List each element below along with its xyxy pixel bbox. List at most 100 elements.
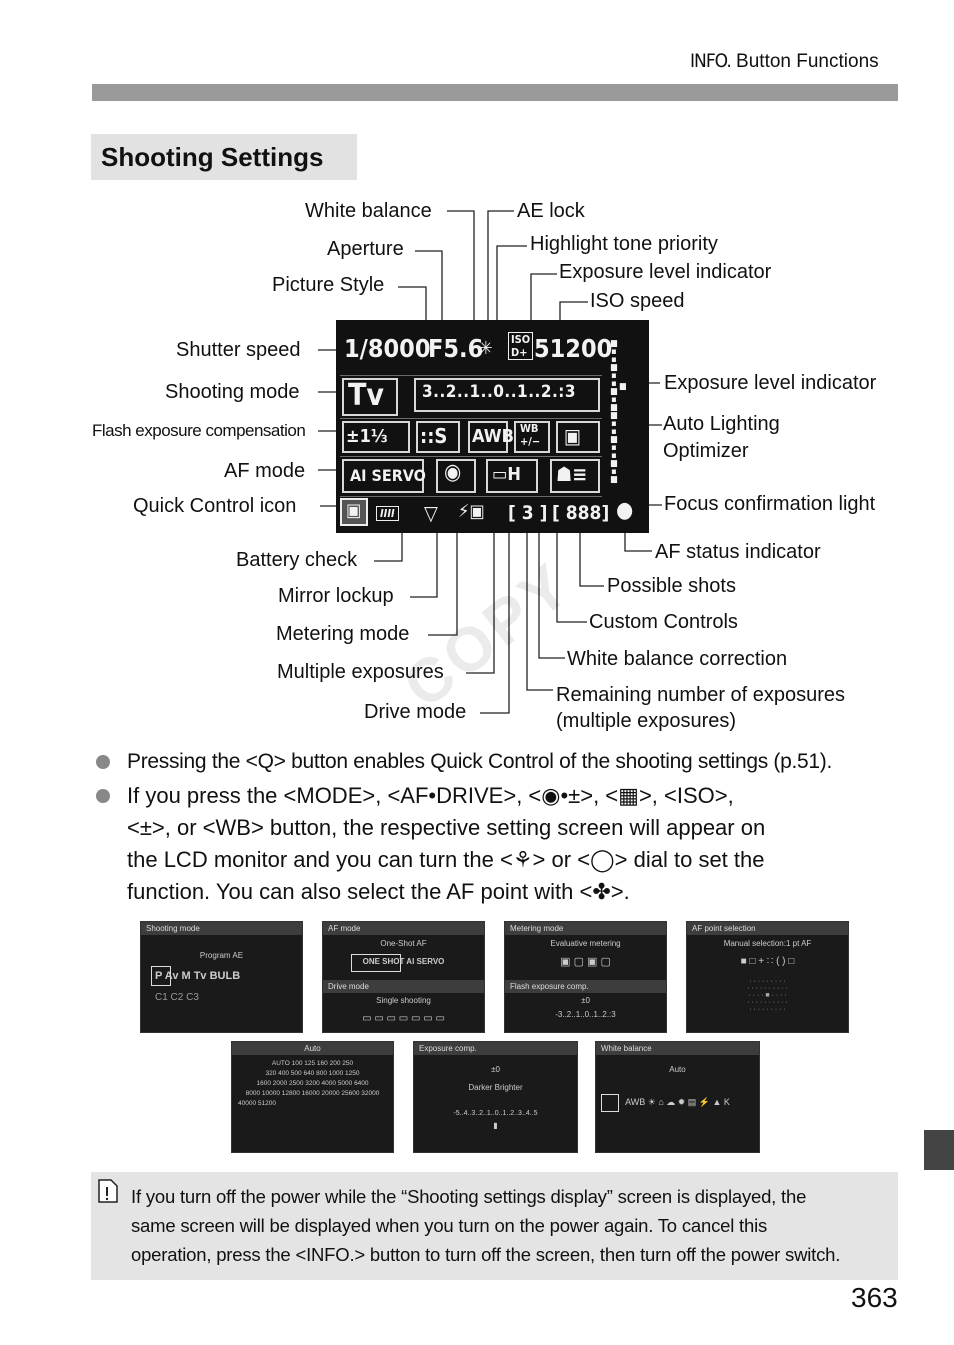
screen-row: ▮ — [493, 1121, 498, 1130]
lcd-picture-style: ::S — [420, 424, 448, 448]
screen-title: Auto — [232, 1042, 393, 1055]
lcd-iso-speed: 51200 — [534, 334, 613, 363]
label-exposure-level-indicator-top: Exposure level indicator — [559, 261, 772, 283]
label-remaining-exposures-1: Remaining number of exposures — [556, 684, 846, 706]
label-exposure-level-indicator-right: Exposure level indicator — [664, 372, 877, 394]
label-custom-controls: Custom Controls — [589, 611, 738, 633]
label-mirror-lockup: Mirror lockup — [278, 585, 394, 607]
screen-row: -5..4..3..2..1..0..1..2..3..4..5 — [453, 1110, 538, 1117]
lcd-battery-check: IIII — [376, 506, 399, 521]
bullet-setting-buttons: If you press the <MODE>, <AF•DRIVE>, <◉•… — [96, 780, 906, 908]
lcd-shooting-mode: Tv — [348, 378, 385, 413]
screen-row: ±0 — [581, 996, 590, 1005]
label-quick-control-icon: Quick Control icon — [133, 495, 297, 517]
lcd-shooting-settings-screen: 1/8000 F5.6 ✳ ISO D+ 51200 Tv 3..2..1..0… — [336, 320, 649, 533]
label-iso-speed: ISO speed — [590, 290, 685, 312]
lcd-auto-lighting-optimizer-icon: ▣ — [564, 424, 582, 448]
bullet-line-4: function. You can also select the AF poi… — [127, 879, 630, 904]
screen-exposure-comp: Exposure comp. ±0 Darker Brighter -5..4.… — [413, 1041, 578, 1153]
label-picture-style: Picture Style — [272, 274, 385, 296]
screen-row: Program AE — [199, 951, 244, 960]
header-rule — [92, 84, 898, 101]
screen-row: 1600 2000 2500 3200 4000 5000 6400 — [256, 1080, 369, 1087]
screen-shooting-mode: Shooting mode Program AE P Av M Tv BULB … — [140, 921, 303, 1033]
screen-subtitle: Drive mode — [323, 980, 484, 993]
page-number: 363 — [851, 1282, 898, 1313]
label-af-mode: AF mode — [224, 460, 306, 482]
label-shooting-mode: Shooting mode — [165, 381, 300, 403]
screen-row: Single shooting — [376, 996, 431, 1005]
screen-metering-flash: Metering mode Evaluative metering ▣ ▢ ▣ … — [504, 921, 667, 1033]
screen-row: C1 C2 C3 — [155, 992, 199, 1003]
label-multiple-exposures: Multiple exposures — [277, 661, 444, 683]
label-ae-lock: AE lock — [517, 200, 585, 222]
screen-row: Auto — [669, 1065, 686, 1074]
lcd-wb-shift-top: WB — [520, 422, 539, 435]
lcd-vertical-exposure-indicator: ■▪▪■▪▪■▪■■▪▪■▪▪■▪■ — [610, 339, 618, 485]
screen-title: AF mode — [323, 922, 484, 935]
screen-row: ±0 — [491, 1065, 500, 1074]
lcd-picture-style-letter: S — [434, 424, 448, 448]
screen-row: 8000 10000 12800 16000 20000 25600 32000 — [245, 1090, 380, 1097]
bullet-quick-control-text: Pressing the <Q> button enables Quick Co… — [127, 750, 833, 773]
screen-row: Evaluative metering — [550, 939, 621, 948]
lcd-iso-badge-top: ISO — [511, 333, 531, 346]
label-auto-lighting-optimizer-1: Auto Lighting — [663, 413, 780, 435]
screen-af-point: AF point selection Manual selection:1 pt… — [686, 921, 849, 1033]
label-possible-shots: Possible shots — [607, 575, 736, 597]
bullet-dot — [96, 789, 110, 803]
label-aperture: Aperture — [327, 238, 404, 260]
note-text: If you turn off the power while the “Sho… — [131, 1182, 886, 1269]
label-drive-mode: Drive mode — [364, 701, 467, 723]
screen-row: Darker Brighter — [468, 1083, 523, 1092]
lcd-custom-controls-icon: ☗≡ — [556, 462, 588, 486]
label-highlight-tone-priority: Highlight tone priority — [530, 233, 718, 255]
lcd-wb-shift-bottom: +/− — [520, 435, 541, 448]
instructions: Pressing the <Q> button enables Quick Co… — [96, 746, 906, 908]
screen-title: AF point selection — [687, 922, 848, 935]
lcd-metering-icon: ◉ — [444, 460, 462, 485]
lcd-multiple-exposure-icon: ⚡▣ — [458, 501, 485, 522]
label-white-balance: White balance — [305, 200, 432, 222]
bullet-quick-control: Pressing the <Q> button enables Quick Co… — [96, 746, 906, 778]
screen-row: AWB ☀ ⌂ ☁ ✹ ▤ ⚡ ▲ K — [625, 1097, 730, 1107]
note-line-2: same screen will be displayed when you t… — [131, 1215, 768, 1236]
screen-row: 40000 51200 — [238, 1100, 276, 1107]
lcd-focus-confirmation-light: ● — [616, 498, 634, 523]
screen-af-grid: · · · · · · · · ·· · · · · · · · · ·· · … — [747, 978, 788, 1013]
note-box: If you turn off the power while the “Sho… — [91, 1172, 898, 1280]
section-title: Shooting Settings — [91, 134, 357, 180]
lcd-flash-comp: ±1⅓ — [346, 426, 388, 447]
lcd-drive-h: H — [507, 464, 521, 485]
screen-title: Shooting mode — [141, 922, 302, 935]
screen-row: P Av M Tv BULB — [155, 970, 241, 982]
screen-row: Manual selection:1 pt AF — [723, 939, 812, 948]
label-auto-lighting-optimizer-2: Optimizer — [663, 440, 749, 462]
chapter-tab — [924, 1130, 954, 1170]
label-metering-mode: Metering mode — [276, 623, 410, 645]
screen-title: Exposure comp. — [414, 1042, 577, 1055]
screen-iso: Auto AUTO 100 125 160 200 250 320 400 50… — [231, 1041, 394, 1153]
lcd-wb-correction: WB +/− — [520, 422, 540, 448]
lcd-remaining-exposures: [ 3 ] — [508, 502, 548, 524]
header-title: Button Functions — [736, 51, 879, 72]
screen-subtitle: Flash exposure comp. — [505, 980, 666, 993]
bullet-dot — [96, 755, 110, 769]
note-icon — [98, 1179, 118, 1203]
info-glyph: INFO. — [690, 50, 732, 72]
label-white-balance-correction: White balance correction — [567, 648, 788, 670]
screen-title: Metering mode — [505, 922, 666, 935]
lcd-exposure-marker: ■ — [619, 382, 627, 392]
note-line-3: operation, press the <INFO.> button to t… — [131, 1244, 841, 1265]
screen-row: ▣ ▢ ▣ ▢ — [560, 956, 611, 968]
lcd-exposure-scale: 3..2..1..0..1..2.:3 — [422, 382, 577, 402]
bullet-line-3: the LCD monitor and you can turn the <⚘>… — [127, 847, 765, 872]
lcd-ae-lock-icon: ✳ — [479, 338, 493, 359]
screen-white-balance: White balance Auto AWB ☀ ⌂ ☁ ✹ ▤ ⚡ ▲ K — [595, 1041, 760, 1153]
bullet-line-1: If you press the <MODE>, <AF•DRIVE>, <◉•… — [127, 783, 734, 808]
lcd-af-mode: AI SERVO — [350, 466, 426, 485]
lcd-quick-control-icon: ▣ — [346, 500, 362, 521]
note-line-1: If you turn off the power while the “Sho… — [131, 1186, 807, 1207]
bullet-line-2: <±>, or <WB> button, the respective sett… — [127, 815, 766, 840]
label-shutter-speed: Shutter speed — [176, 339, 301, 361]
